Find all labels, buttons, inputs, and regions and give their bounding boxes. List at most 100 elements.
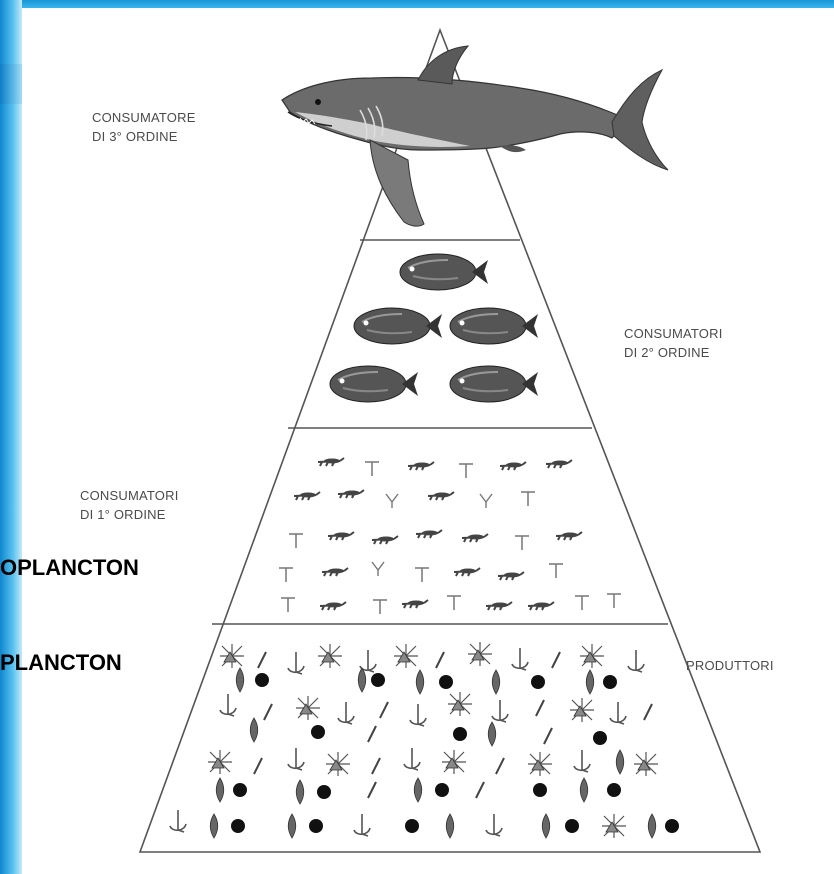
phytoplankton-icon [607, 783, 621, 797]
phytoplankton-icon [416, 670, 424, 694]
phytoplankton-icon [586, 670, 594, 694]
zooplankton-icon [607, 594, 621, 608]
zooplankton-icon [480, 494, 492, 508]
zooplankton-icon [486, 602, 512, 610]
phytoplankton-icon [442, 750, 466, 774]
phytoplankton-icon [435, 783, 449, 797]
phytoplankton-icon [210, 814, 218, 838]
fish-icon [354, 308, 442, 344]
zooplankton-icon [373, 600, 387, 614]
phytoplankton-icon [288, 814, 296, 838]
shark-icon [282, 46, 668, 226]
phytoplankton-icon [528, 752, 552, 776]
phytoplankton-icon [552, 652, 560, 668]
phytoplankton-icon [288, 652, 304, 674]
phytoplankton-icon [216, 778, 224, 802]
phytoplankton-icon [488, 722, 496, 746]
zooplankton-icon [515, 536, 529, 550]
phytoplankton-icon [533, 783, 547, 797]
zooplankton-icon [459, 464, 473, 478]
zooplankton-icon [415, 568, 429, 582]
zooplankton-icon [575, 596, 589, 610]
label-producers: PRODUTTORI [686, 656, 774, 675]
label-zooplankton: OPLANCTON [0, 555, 139, 581]
phytoplankton-icon [371, 673, 385, 687]
phytoplankton-icon [404, 748, 420, 770]
fish-icon [450, 366, 538, 402]
phytoplankton-icon [628, 650, 644, 672]
phytoplankton-icon [208, 750, 232, 774]
phytoplankton-icon [264, 704, 272, 720]
phytoplankton-icon [453, 727, 467, 741]
phytoplankton-icon [492, 700, 508, 722]
zooplankton-icon [338, 490, 364, 498]
label-secondary-consumers: CONSUMATORI DI 2° ORDINE [624, 324, 723, 362]
phytoplankton-icon [318, 644, 342, 668]
phytoplankton-icon [580, 644, 604, 668]
zooplankton-icon [528, 602, 554, 610]
phytoplankton-icon [233, 783, 247, 797]
phytoplankton-icon [436, 652, 444, 668]
phytoplankton-icon [311, 725, 325, 739]
phytoplankton-icon [492, 670, 500, 694]
phytoplankton-icon [603, 675, 617, 689]
zooplankton-icon [322, 568, 348, 576]
fish-group [330, 254, 538, 402]
phytoplankton-icon [486, 814, 502, 836]
zooplankton-icon [498, 572, 524, 580]
phytoplankton-icon [220, 644, 244, 668]
phytoplankton-icon [368, 726, 376, 742]
phytoplankton-icon [288, 748, 304, 770]
zooplankton-icon [546, 460, 572, 468]
phytoplankton-icon [644, 704, 652, 720]
phytoplankton-icon [220, 694, 236, 716]
phytoplankton-icon [574, 750, 590, 772]
phytoplankton-group [170, 642, 679, 838]
phytoplankton-icon [580, 778, 588, 802]
phytoplankton-icon [309, 819, 323, 833]
phytoplankton-icon [634, 752, 658, 776]
pyramid-outline [140, 30, 760, 852]
phytoplankton-icon [254, 758, 262, 774]
phytoplankton-icon [468, 642, 492, 666]
phytoplankton-icon [405, 819, 419, 833]
phytoplankton-icon [231, 819, 245, 833]
phytoplankton-icon [531, 675, 545, 689]
phytoplankton-icon [414, 778, 422, 802]
zooplankton-icon [386, 494, 398, 508]
zooplankton-icon [447, 596, 461, 610]
fish-icon [450, 308, 538, 344]
fish-icon [400, 254, 488, 290]
zooplankton-icon [365, 462, 379, 476]
phytoplankton-icon [368, 782, 376, 798]
phytoplankton-icon [236, 668, 244, 692]
zooplankton-icon [328, 532, 354, 540]
phytoplankton-icon [317, 785, 331, 799]
phytoplankton-icon [170, 810, 186, 832]
zooplankton-group [279, 458, 621, 614]
zooplankton-icon [521, 492, 535, 506]
fish-icon [330, 366, 418, 402]
phytoplankton-icon [250, 718, 258, 742]
zooplankton-icon [428, 492, 454, 500]
label-tertiary-consumer: CONSUMATORE DI 3° ORDINE [92, 108, 196, 146]
phytoplankton-icon [610, 702, 626, 724]
phytoplankton-icon [296, 696, 320, 720]
zooplankton-icon [556, 532, 582, 540]
phytoplankton-icon [338, 702, 354, 724]
phytoplankton-icon [354, 814, 370, 836]
phytoplankton-icon [616, 750, 624, 774]
phytoplankton-icon [296, 780, 304, 804]
zooplankton-icon [294, 492, 320, 500]
phytoplankton-icon [358, 668, 366, 692]
phytoplankton-icon [410, 704, 426, 726]
phytoplankton-icon [448, 692, 472, 716]
phytoplankton-icon [565, 819, 579, 833]
phytoplankton-icon [255, 673, 269, 687]
label-primary-consumers: CONSUMATORI DI 1° ORDINE [80, 486, 179, 524]
zooplankton-icon [289, 534, 303, 548]
phytoplankton-icon [602, 814, 626, 838]
zooplankton-icon [320, 602, 346, 610]
zooplankton-icon [454, 568, 480, 576]
zooplankton-icon [416, 530, 442, 538]
